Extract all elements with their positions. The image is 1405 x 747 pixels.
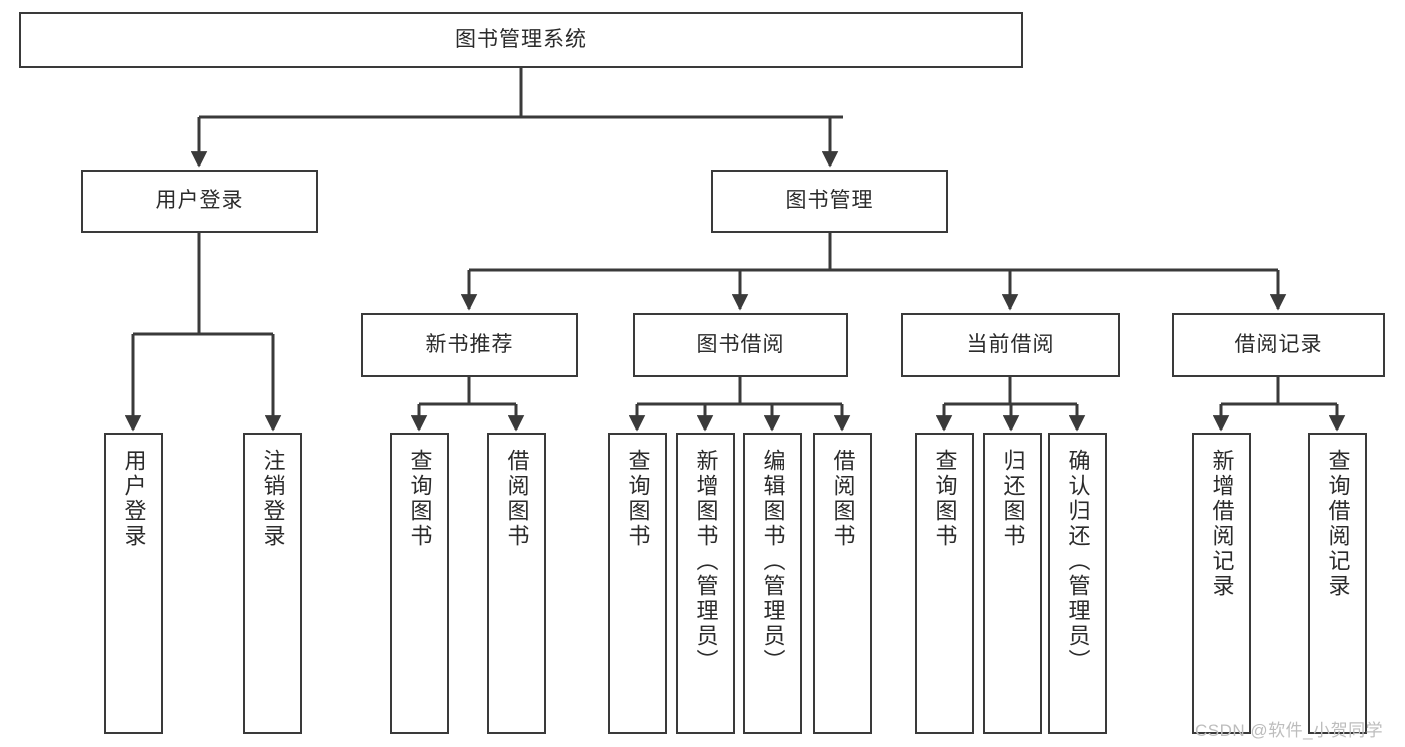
node-leaf-return-book[interactable]: 归还图书 (983, 433, 1042, 734)
node-book-borrow[interactable]: 图书借阅 (633, 313, 848, 377)
node-current-borrow-label: 当前借阅 (966, 332, 1055, 356)
node-leaf-confirm-return[interactable]: 确认归还（管理员） (1048, 433, 1107, 734)
node-book-manage-label: 图书管理 (785, 189, 874, 213)
node-leaf-user-login[interactable]: 用户登录 (104, 433, 163, 734)
node-leaf-borrow-book[interactable]: 借阅图书 (813, 433, 872, 734)
node-leaf-edit-book[interactable]: 编辑图书（管理员） (743, 433, 802, 734)
node-leaf-query-book-current[interactable]: 查询图书 (915, 433, 974, 734)
node-leaf-add-book[interactable]: 新增图书（管理员） (676, 433, 735, 734)
node-leaf-edit-book-label: 编辑图书（管理员） (760, 449, 786, 674)
node-leaf-borrow-book-label: 借阅图书 (830, 449, 856, 549)
node-leaf-logout[interactable]: 注销登录 (243, 433, 302, 734)
node-leaf-query-book-borrow-label: 查询图书 (625, 449, 651, 549)
node-root[interactable]: 图书管理系统 (19, 12, 1023, 68)
node-leaf-return-book-label: 归还图书 (1000, 449, 1026, 549)
node-leaf-logout-label: 注销登录 (260, 449, 286, 549)
node-book-borrow-label: 图书借阅 (696, 332, 785, 356)
node-leaf-confirm-return-label: 确认归还（管理员） (1065, 449, 1091, 674)
node-leaf-add-book-label: 新增图书（管理员） (693, 449, 719, 674)
node-new-book-recommend-label: 新书推荐 (425, 332, 514, 356)
node-user-login-label: 用户登录 (155, 189, 244, 213)
node-leaf-query-borrow-record-label: 查询借阅记录 (1325, 449, 1351, 599)
node-current-borrow[interactable]: 当前借阅 (901, 313, 1120, 377)
node-leaf-add-borrow-record[interactable]: 新增借阅记录 (1192, 433, 1251, 734)
node-borrow-record-label: 借阅记录 (1234, 332, 1323, 356)
node-borrow-record[interactable]: 借阅记录 (1172, 313, 1385, 377)
node-new-book-recommend[interactable]: 新书推荐 (361, 313, 578, 377)
node-leaf-query-book-recommend[interactable]: 查询图书 (390, 433, 449, 734)
node-leaf-query-borrow-record[interactable]: 查询借阅记录 (1308, 433, 1367, 734)
node-leaf-borrow-book-recommend[interactable]: 借阅图书 (487, 433, 546, 734)
node-leaf-add-borrow-record-label: 新增借阅记录 (1209, 449, 1235, 599)
node-root-label: 图书管理系统 (455, 27, 587, 51)
node-leaf-borrow-book-recommend-label: 借阅图书 (504, 449, 530, 549)
watermark: CSDN @软件_小贺同学 (1195, 721, 1384, 740)
node-book-manage[interactable]: 图书管理 (711, 170, 948, 233)
node-leaf-query-book-borrow[interactable]: 查询图书 (608, 433, 667, 734)
node-leaf-query-book-recommend-label: 查询图书 (407, 449, 433, 549)
node-leaf-user-login-label: 用户登录 (121, 449, 147, 549)
node-leaf-query-book-current-label: 查询图书 (932, 449, 958, 549)
node-user-login[interactable]: 用户登录 (81, 170, 318, 233)
